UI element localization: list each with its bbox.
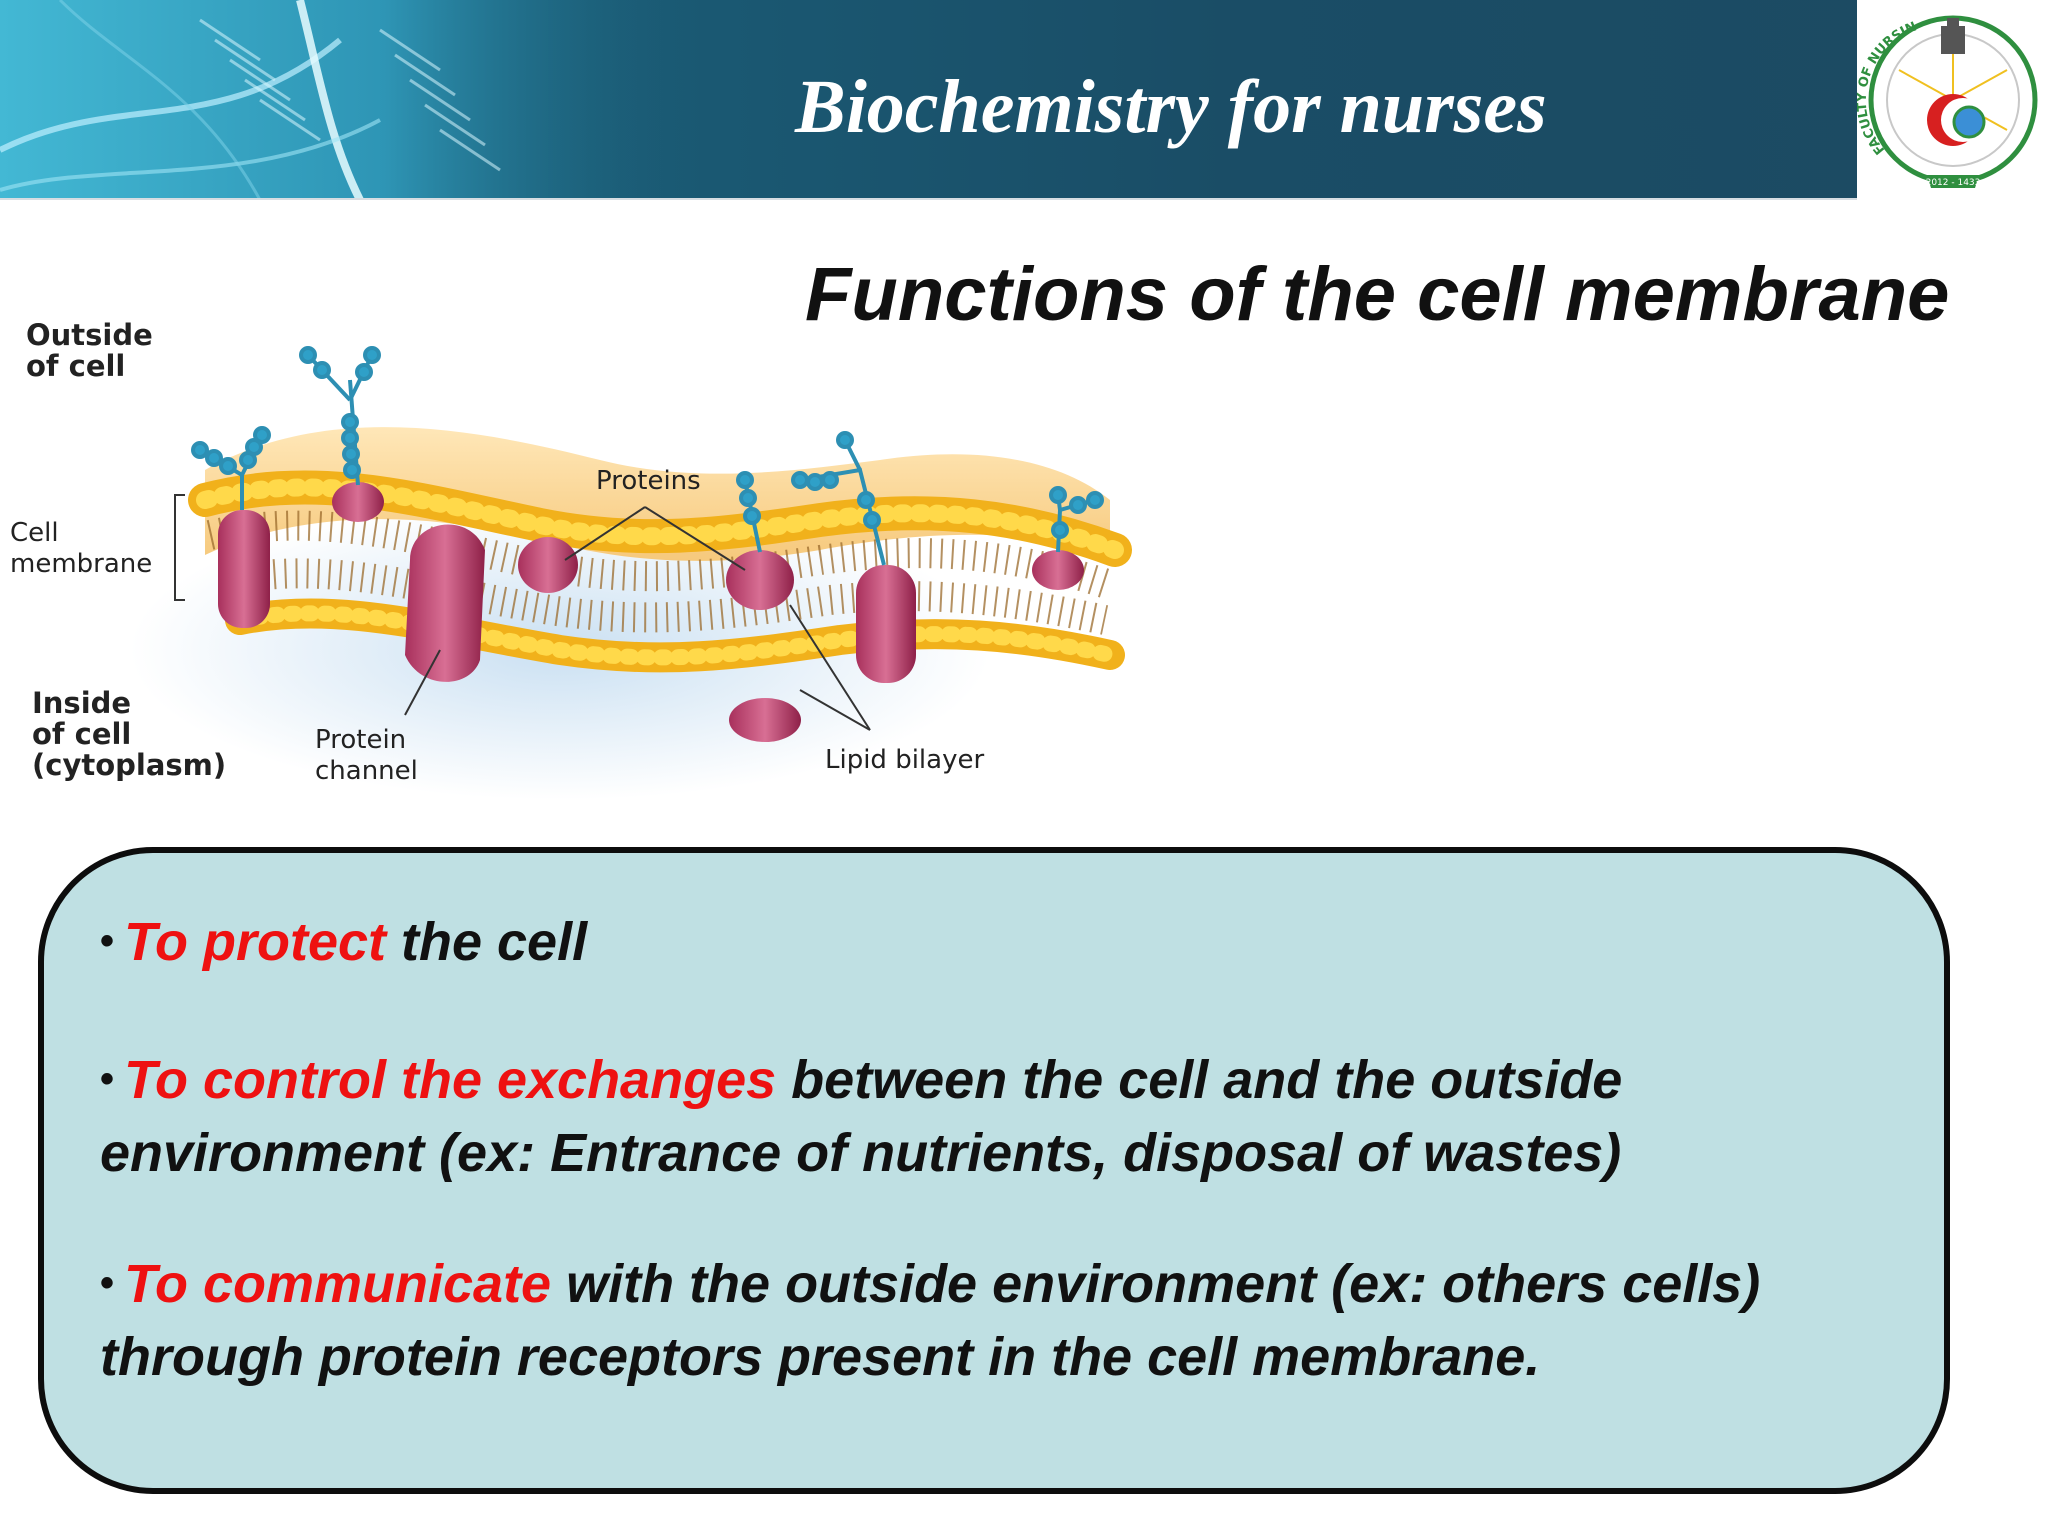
dna-strand-banner xyxy=(0,0,700,200)
function-highlight: To control the exchanges xyxy=(124,1050,777,1110)
faculty-seal-icon: 2012 - 1433 FACULTY OF NURSING xyxy=(1852,0,2038,188)
function-item-protect: •To protect the cell xyxy=(100,908,1920,981)
slide-header: Biochemistry for nurses xyxy=(0,0,2048,200)
function-text: with the outside environment (ex: others… xyxy=(100,1254,1761,1387)
functions-box xyxy=(38,847,1950,1494)
faculty-logo: 2012 - 1433 FACULTY OF NURSING xyxy=(1852,0,2048,200)
outside-of-cell-label: Outside of cell xyxy=(26,318,153,383)
bullet-icon: • xyxy=(100,919,115,963)
bullet-icon: • xyxy=(100,1057,115,1101)
slide-title: Functions of the cell membrane xyxy=(805,252,1950,337)
cell-membrane-diagram: Outside of cell Cell membrane Inside of … xyxy=(0,320,1140,800)
function-text: the cell xyxy=(386,912,588,972)
function-highlight: To protect xyxy=(124,912,386,972)
svg-text:2012 - 1433: 2012 - 1433 xyxy=(1926,178,1981,188)
bullet-icon: • xyxy=(100,1261,115,1305)
cell-membrane-label: Cell membrane xyxy=(10,518,153,579)
course-title: Biochemistry for nurses xyxy=(795,65,1547,149)
proteins-label: Proteins xyxy=(596,466,701,496)
function-highlight: To communicate xyxy=(124,1254,552,1314)
header-divider xyxy=(0,198,2048,200)
inside-of-cell-label: Inside of cell (cytoplasm) xyxy=(32,686,227,782)
function-item-control: •To control the exchanges between the ce… xyxy=(100,1046,1920,1187)
function-text: between the cell and the outside environ… xyxy=(100,1050,1623,1183)
protein-channel-label: Protein channel xyxy=(315,725,418,786)
function-item-communicate: •To communicate with the outside environ… xyxy=(100,1250,1920,1391)
lipid-bilayer-illustration xyxy=(130,346,1132,800)
lipid-bilayer-label: Lipid bilayer xyxy=(825,745,985,775)
